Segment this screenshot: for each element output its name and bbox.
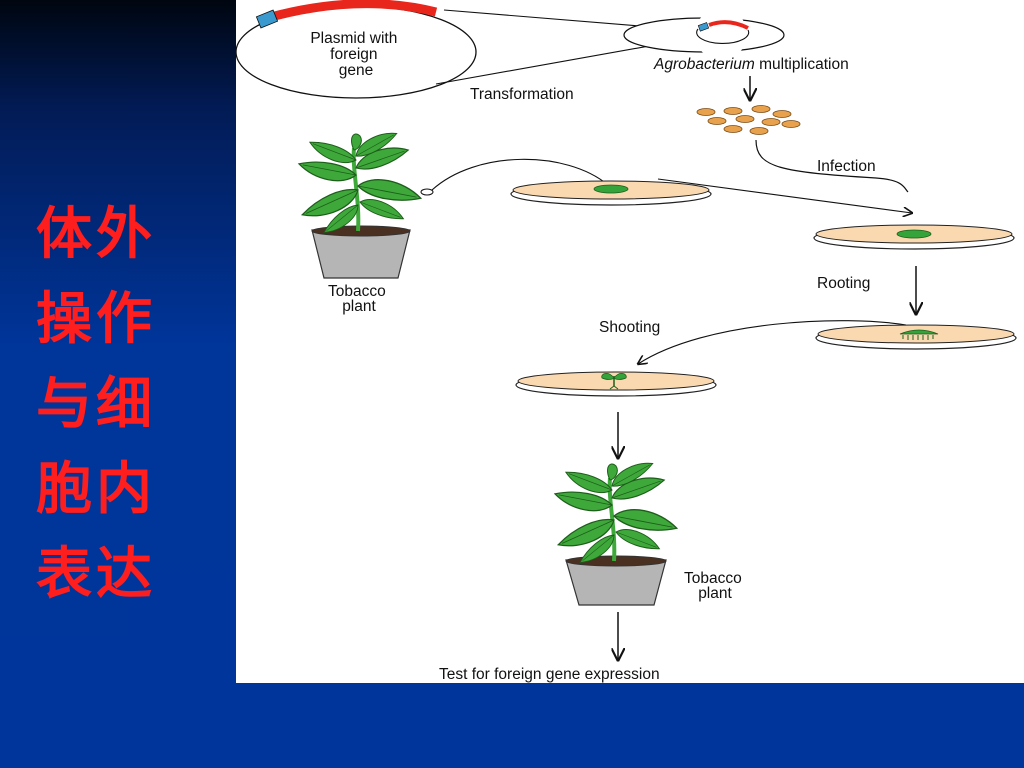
tobacco-plant-bottom (552, 457, 680, 606)
title-line-1: 体外 (36, 201, 156, 267)
tobacco-plant-top (296, 127, 424, 279)
title-line-4: 胞内 (36, 456, 156, 522)
agrobacterium-cell (623, 8, 785, 60)
agrobacterium-label: Agrobacterium multiplication (653, 56, 849, 73)
marker-gene-segment (255, 9, 279, 29)
plasmid-label-line-3: gene (339, 62, 373, 79)
culture-dish-shooting (515, 371, 717, 397)
leaf-disc-line (431, 158, 609, 191)
plasmid-circle: Plasmid with foreign gene (236, 0, 477, 99)
mini-plasmid-gene (708, 20, 749, 30)
culture-dish-rooting (815, 324, 1017, 350)
tobacco-plant-bottom-label: Tobacco plant (684, 570, 746, 602)
arrow-shooting (638, 320, 907, 364)
leaf-disc (420, 188, 434, 196)
transformation-label: Transformation (470, 86, 574, 103)
tobacco-plant-top-label: Tobacco plant (328, 283, 390, 315)
plasmid-label-line-1: Plasmid with (310, 30, 397, 47)
transformation-diagram: Plasmid with foreign gene Agrobacterium … (236, 0, 1017, 683)
mini-plasmid (696, 28, 750, 45)
svg-text:Plasmid with foreign: Plasmid with foreign gene (310, 30, 401, 79)
arrow-to-dish-2 (657, 178, 912, 213)
shooting-label: Shooting (599, 319, 660, 336)
slide-title: 体外 操作 与细 胞内 表达 (36, 192, 196, 617)
bacteria-cluster (696, 105, 801, 135)
test-label: Test for foreign gene expression (439, 666, 660, 683)
rooting-label: Rooting (817, 275, 870, 292)
title-line-3: 与细 (36, 371, 156, 437)
culture-dish-infection (510, 180, 712, 206)
plasmid-label-line-2: foreign (330, 46, 377, 63)
title-line-2: 操作 (36, 286, 156, 352)
culture-dish-callus (813, 224, 1015, 250)
infection-label: Infection (817, 158, 876, 175)
infection-curve (755, 139, 909, 193)
diagram-panel: Plasmid with foreign gene Agrobacterium … (236, 0, 1024, 683)
title-line-5: 表达 (36, 541, 156, 607)
foreign-gene-segment (258, 0, 438, 25)
